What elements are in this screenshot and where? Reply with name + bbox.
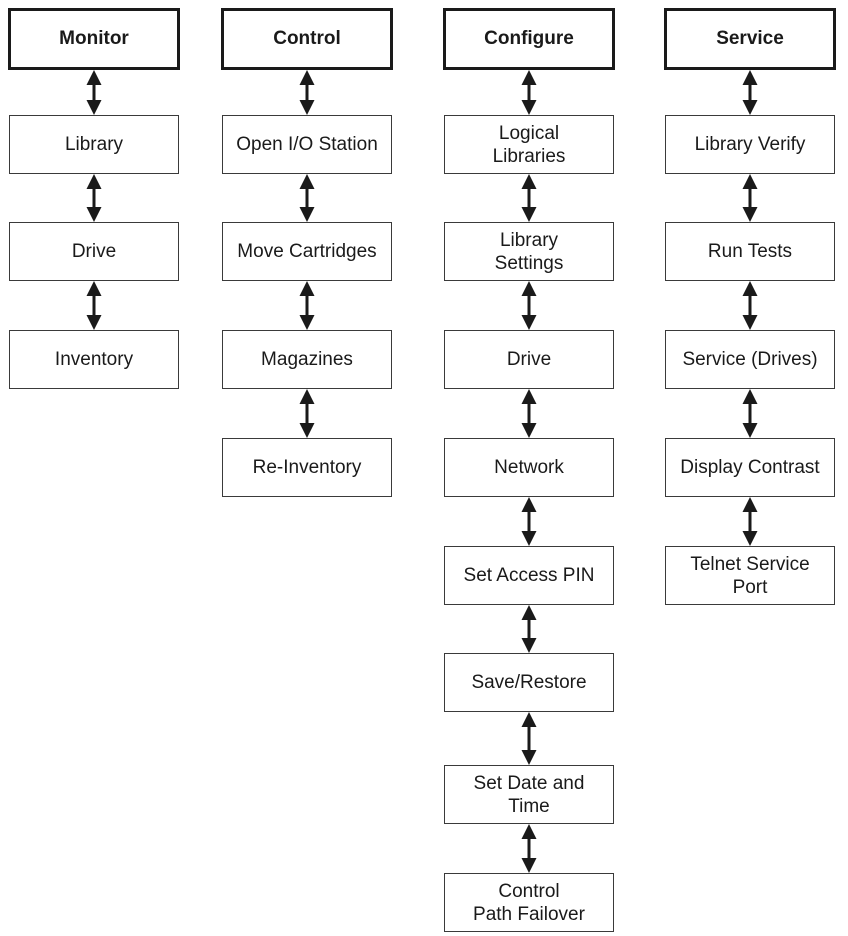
control-header: Control [221, 8, 393, 70]
service-item-telnet-service-port: Telnet Service Port [665, 546, 835, 605]
configure-item-drive: Drive [444, 330, 614, 389]
service-item-library-verify: Library Verify [665, 115, 835, 174]
control-item-move-cartridges: Move Cartridges [222, 222, 392, 281]
configure-item-library-settings: Library Settings [444, 222, 614, 281]
configure-item-set-date-and-time: Set Date and Time [444, 765, 614, 824]
monitor-header: Monitor [8, 8, 180, 70]
service-item-run-tests: Run Tests [665, 222, 835, 281]
configure-header: Configure [443, 8, 615, 70]
configure-item-control-path-failover: Control Path Failover [444, 873, 614, 932]
control-item-open-i-o-station: Open I/O Station [222, 115, 392, 174]
service-item-service-drives: Service (Drives) [665, 330, 835, 389]
configure-item-logical-libraries: Logical Libraries [444, 115, 614, 174]
configure-item-set-access-pin: Set Access PIN [444, 546, 614, 605]
monitor-item-inventory: Inventory [9, 330, 179, 389]
control-item-re-inventory: Re-Inventory [222, 438, 392, 497]
configure-item-network: Network [444, 438, 614, 497]
control-item-magazines: Magazines [222, 330, 392, 389]
configure-item-save-restore: Save/Restore [444, 653, 614, 712]
monitor-item-library: Library [9, 115, 179, 174]
monitor-item-drive: Drive [9, 222, 179, 281]
service-header: Service [664, 8, 836, 70]
service-item-display-contrast: Display Contrast [665, 438, 835, 497]
